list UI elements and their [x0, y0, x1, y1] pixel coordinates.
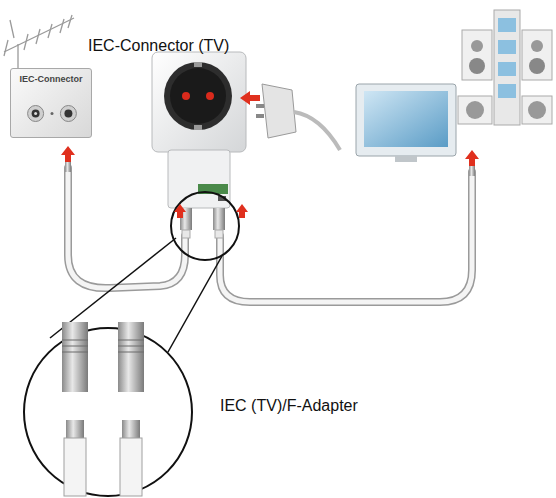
surge-protector	[152, 52, 246, 260]
wall-socket-box: IEC-Connector	[10, 68, 92, 138]
direction-arrow	[61, 91, 479, 218]
coax-cable	[68, 168, 472, 302]
callout-label: IEC-Connector (TV)	[88, 37, 229, 55]
zoom-detail	[24, 238, 222, 496]
box-label: IEC-Connector	[11, 74, 91, 84]
television	[356, 84, 456, 162]
stereo-system	[458, 10, 552, 125]
power-plug	[256, 84, 340, 150]
antenna	[4, 15, 74, 68]
callout-label: IEC (TV)/F-Adapter	[220, 397, 358, 415]
